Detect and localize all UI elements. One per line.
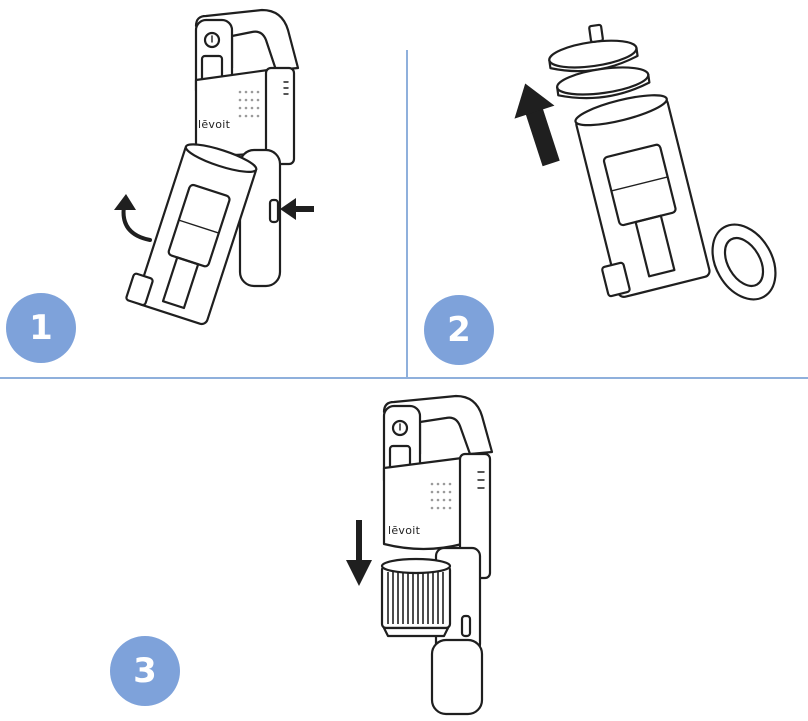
panel-1-vacuum: lēvoit [114,8,314,326]
step-badge-3: 3 [110,636,180,706]
vent-dots [238,90,260,118]
step-badge-2: 2 [424,295,494,365]
handle-tube-3 [430,638,484,716]
rotate-arrow-icon [121,204,152,242]
rotate-arrowhead [114,194,136,210]
panel-2-bin [514,23,777,301]
lift-arrow-icon [514,83,560,167]
horizontal-divider [0,377,808,379]
vertical-divider [406,50,408,378]
dust-bin [574,94,711,298]
step-badge-1: 1 [6,293,76,363]
insert-arrowhead-icon [346,560,372,586]
insert-arrow-shaft [356,520,362,564]
dust-bin-tilted [125,143,258,326]
motor-housing [194,68,270,157]
filter-cylinder [380,557,452,638]
brand-label: lēvoit [198,118,231,131]
release-button [268,198,280,224]
push-arrow-shaft [292,206,314,212]
brand-label-3: lēvoit [388,524,421,537]
bin-lid [711,223,777,301]
release-button-3 [460,614,472,638]
push-arrowhead-icon [280,198,296,220]
vent-dots-3 [430,482,452,510]
panel-3-vacuum: lēvoit [346,394,494,716]
filter-rings [548,23,651,100]
